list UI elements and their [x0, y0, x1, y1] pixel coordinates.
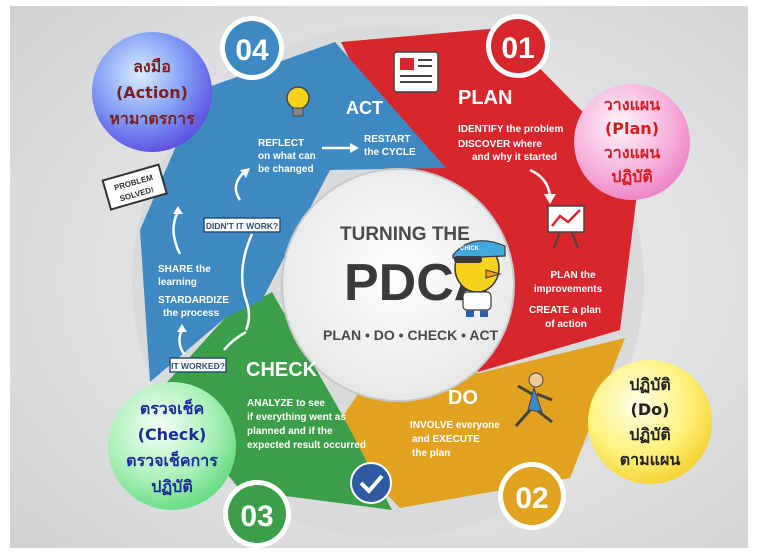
do-thai-2: (Do) [631, 400, 670, 419]
plan-thai-2: (Plan) [605, 119, 659, 138]
plan-plan-the: PLAN the [551, 270, 596, 281]
act-reflect: REFLECT [258, 138, 304, 149]
check-thai-3: ตรวจเช็คการ [126, 449, 218, 470]
loop-arrow-icon [240, 233, 254, 331]
reflect-arrow-icon [234, 171, 245, 201]
plan-arrow-icon [529, 168, 552, 197]
plan-of-action: of action [545, 319, 587, 330]
check-thai-2: (Check) [138, 425, 207, 444]
it-worked-text: IT WORKED? [171, 361, 225, 371]
act-thai-bubble: ลงมือ (Action) หามาตรการ [92, 32, 212, 152]
act-number: 04 [235, 34, 269, 67]
do-the-plan: the plan [412, 448, 450, 459]
it-worked-label: IT WORKED? [169, 357, 227, 373]
act-title: ACT [346, 98, 383, 118]
center-title-line1: TURNING THE [340, 224, 470, 245]
act-thai-3: หามาตรการ [109, 109, 195, 128]
do-title: DO [448, 387, 478, 409]
plan-thai-3: วางแผน [604, 143, 660, 162]
check-thai-4: ปฏิบัติ [151, 477, 192, 496]
act-thai-1: ลงมือ [133, 57, 171, 76]
plan-thai-bubble: วางแผน (Plan) วางแผน ปฏิบัติ [574, 84, 690, 200]
check-if-everything: if everything went as [247, 412, 346, 423]
check-thai-bubble: ตรวจเช็ค (Check) ตรวจเช็คการ ปฏิบัติ [108, 382, 236, 510]
do-thai-3: ปฏิบัติ [629, 425, 670, 444]
act-standardize: STARDARDIZE [158, 295, 229, 306]
do-thai-bubble: ปฏิบัติ (Do) ปฏิบัติ ตามแผน [588, 360, 712, 484]
act-the-cycle: the CYCLE [364, 147, 416, 158]
plan-thai-1: วางแผน [604, 95, 660, 114]
do-execute: and EXECUTE [412, 434, 480, 445]
act-restart: RESTART [364, 134, 410, 145]
act-learning: learning [158, 277, 197, 288]
presentation-board-icon [547, 205, 585, 249]
check-planned: planned and if the [247, 426, 333, 437]
newspaper-icon [393, 51, 439, 93]
check-title: CHECK [246, 359, 318, 381]
check-number: 03 [240, 500, 273, 533]
lightbulb-icon [286, 86, 310, 117]
check-analyze: ANALYZE to see [247, 398, 325, 409]
problem-solved-sign: PROBLEM SOLVED! [101, 163, 168, 211]
act-segment [140, 42, 446, 382]
act-be-changed: be changed [258, 164, 314, 175]
plan-number: 01 [501, 32, 534, 65]
act-thai-2: (Action) [116, 83, 188, 102]
center-disc [282, 169, 514, 401]
checkmark-icon [350, 462, 392, 504]
plan-thai-4: ปฏิบัติ [611, 167, 652, 186]
check-thai-1: ตรวจเช็ค [140, 397, 204, 418]
check-expected: expected result occurred [247, 440, 366, 451]
center-subtitle: PLAN • DO • CHECK • ACT [323, 327, 499, 343]
didnt-work-label: DIDN'T IT WORK? [203, 217, 281, 233]
act-share: SHARE the [158, 264, 211, 275]
act-on-what: on what can [258, 151, 316, 162]
plan-create: CREATE a plan [529, 305, 601, 316]
act-the-process: the process [163, 308, 220, 319]
plan-segment [341, 28, 640, 372]
do-thai-1: ปฏิบัติ [629, 375, 670, 394]
didnt-work-text: DIDN'T IT WORK? [206, 221, 278, 231]
plan-discover: DISCOVER where [458, 139, 542, 150]
plan-improvements: improvements [534, 284, 603, 295]
plan-why: and why it started [472, 152, 557, 163]
worked-arrow-icon [178, 329, 186, 355]
runner-icon [514, 372, 553, 427]
plan-title: PLAN [458, 87, 512, 109]
do-involve: INVOLVE everyone [410, 420, 500, 431]
mascot-cap-text: CHICK [460, 246, 480, 252]
center-disc-rim [281, 168, 515, 402]
do-thai-4: ตามแผน [620, 450, 681, 469]
plan-identify: IDENTIFY the problem [458, 124, 563, 135]
chick-mascot-icon: CHICK [452, 240, 506, 317]
do-number: 02 [515, 482, 548, 515]
share-arrow-icon [172, 211, 182, 255]
